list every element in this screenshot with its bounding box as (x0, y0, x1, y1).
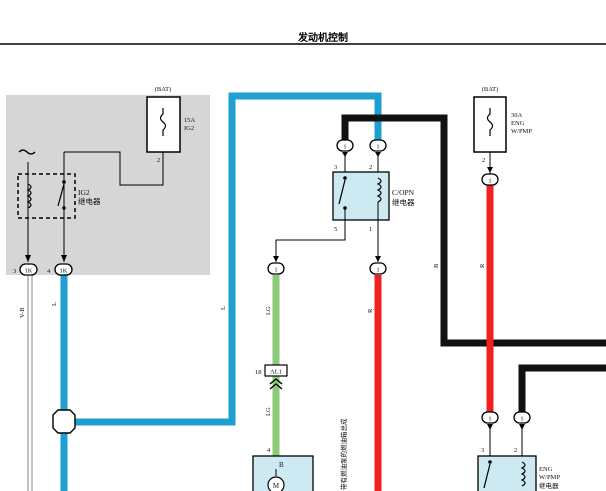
eng-relay-name2: W/PMP (539, 474, 560, 481)
eng-relay-cn: 继电器 (539, 481, 559, 490)
al1-chevron-icon (269, 378, 283, 390)
fuse-eng-name1: ENG (511, 120, 525, 127)
svg-text:1: 1 (343, 144, 346, 151)
connector-fuse30: 1 (481, 173, 499, 186)
copn-coil-icon (376, 177, 382, 203)
connector-copn-left: 1 (336, 139, 354, 152)
pump-vertical-text: 带有燃油泵的燃油箱总成 (339, 418, 348, 490)
ig2-switch-contact2 (62, 206, 66, 210)
motor-icon (267, 476, 285, 491)
eng-relay-contact (488, 460, 492, 464)
ig2-relay-cn: 继电器 (78, 196, 101, 206)
arrow-fuse30 (487, 167, 493, 173)
wire-label-l-left: L (51, 302, 58, 306)
fuse-ig2-pin: 2 (157, 157, 160, 164)
svg-text:1: 1 (376, 267, 379, 274)
arrow-1k-pin3 (25, 255, 31, 262)
fuse-eng-rating: 30A (511, 112, 523, 119)
eng-relay-name1: ENG (539, 466, 553, 473)
ig2-fuse-link (64, 151, 164, 186)
fuse-ig2-name: IG2 (184, 125, 194, 132)
fuse-ig2-icon (159, 108, 167, 136)
arrow-copn-left (342, 152, 348, 157)
fuse-eng-name2: W/PMP (511, 128, 532, 135)
ig2-coil-icon (26, 183, 32, 209)
connector-1k-pin4-num: 4 (47, 268, 51, 275)
copn-switch-icon (338, 179, 346, 205)
arrow-copn-right (375, 152, 381, 157)
arrow-bottom-red (487, 424, 493, 430)
wire-black-b2 (518, 364, 606, 412)
connector-copn-right: 1 (369, 139, 387, 152)
svg-text:1K: 1K (25, 268, 33, 275)
svg-text:1: 1 (274, 267, 277, 274)
wire-black-b (341, 114, 606, 347)
fuse-eng-source: (BAT) (482, 86, 499, 93)
svg-text:1: 1 (376, 144, 379, 151)
wire-label-vb: V-B (19, 307, 26, 318)
connector-al1-code: AL1 (270, 369, 282, 376)
wire-label-b-right: B (433, 263, 440, 268)
splice-point (52, 409, 76, 434)
connector-1k-pin4: 1K (54, 263, 73, 276)
tilde-symbol (18, 149, 36, 155)
pump-terminal: B (279, 461, 284, 469)
fuse-ig2-rating: 15A (184, 117, 196, 124)
arrow-lg (273, 256, 279, 262)
page-title: 发动机控制 (297, 31, 348, 44)
copn-output (275, 220, 346, 262)
arrow-1k-pin4 (61, 255, 67, 262)
wire-blue-l-loop (64, 92, 382, 426)
connector-al1 (264, 364, 288, 377)
eng-relay-switch-icon (483, 463, 491, 489)
copn-pin-br: 1 (369, 226, 372, 233)
eng-relay-coil-icon (520, 461, 526, 487)
fuse-eng-icon (486, 108, 494, 136)
motor-symbol: M (273, 482, 280, 490)
ig2-switch-icon (57, 183, 65, 207)
ig2-relay-name: IG2 (78, 188, 90, 197)
ig2-switch-contact (62, 180, 66, 184)
fuse-ig2-source: (BAT) (155, 86, 172, 93)
fuse-eng-pin: 2 (482, 157, 485, 164)
arrow-r-mid (375, 256, 381, 262)
svg-text:1: 1 (520, 416, 523, 423)
wire-label-lg-top: LG (265, 306, 272, 315)
wire-label-r-mid: R (367, 308, 374, 313)
eng-relay-pin-r: 2 (514, 447, 517, 454)
ig2-relay-box (17, 173, 76, 219)
wire-label-l-mid: L (220, 306, 227, 310)
connector-bottom-black: 1 (513, 411, 531, 424)
fuse-ig2-box (146, 96, 181, 153)
copn-relay-box (332, 171, 390, 221)
copn-relay-cn: 继电器 (392, 197, 415, 207)
connector-al1-pin: 18 (255, 369, 262, 376)
svg-text:1K: 1K (60, 268, 68, 275)
copn-pin-bl: 5 (334, 226, 337, 233)
arrow-bottom-black (519, 424, 525, 430)
svg-text:1: 1 (488, 178, 491, 185)
eng-relay-box (477, 455, 537, 491)
connector-1k-pin3-num: 3 (13, 268, 16, 275)
copn-pin-tl: 3 (334, 164, 337, 171)
copn-pin-tr: 2 (369, 164, 372, 171)
eng-relay-pin-l: 3 (481, 447, 484, 454)
wire-label-lg-bottom: LG (265, 407, 272, 416)
copn-relay-name: C/OPN (392, 188, 415, 197)
connector-lg: 1 (267, 262, 285, 275)
connector-bottom-red: 1 (481, 411, 499, 424)
svg-text:1: 1 (488, 416, 491, 423)
fuse-eng-box (473, 96, 507, 153)
pump-pin: 4 (267, 447, 271, 454)
connector-1k-pin3: 1K (19, 263, 38, 276)
wire-label-r-right: R (479, 263, 486, 268)
connector-r-mid: 1 (369, 262, 387, 275)
copn-switch-contact (343, 176, 347, 180)
